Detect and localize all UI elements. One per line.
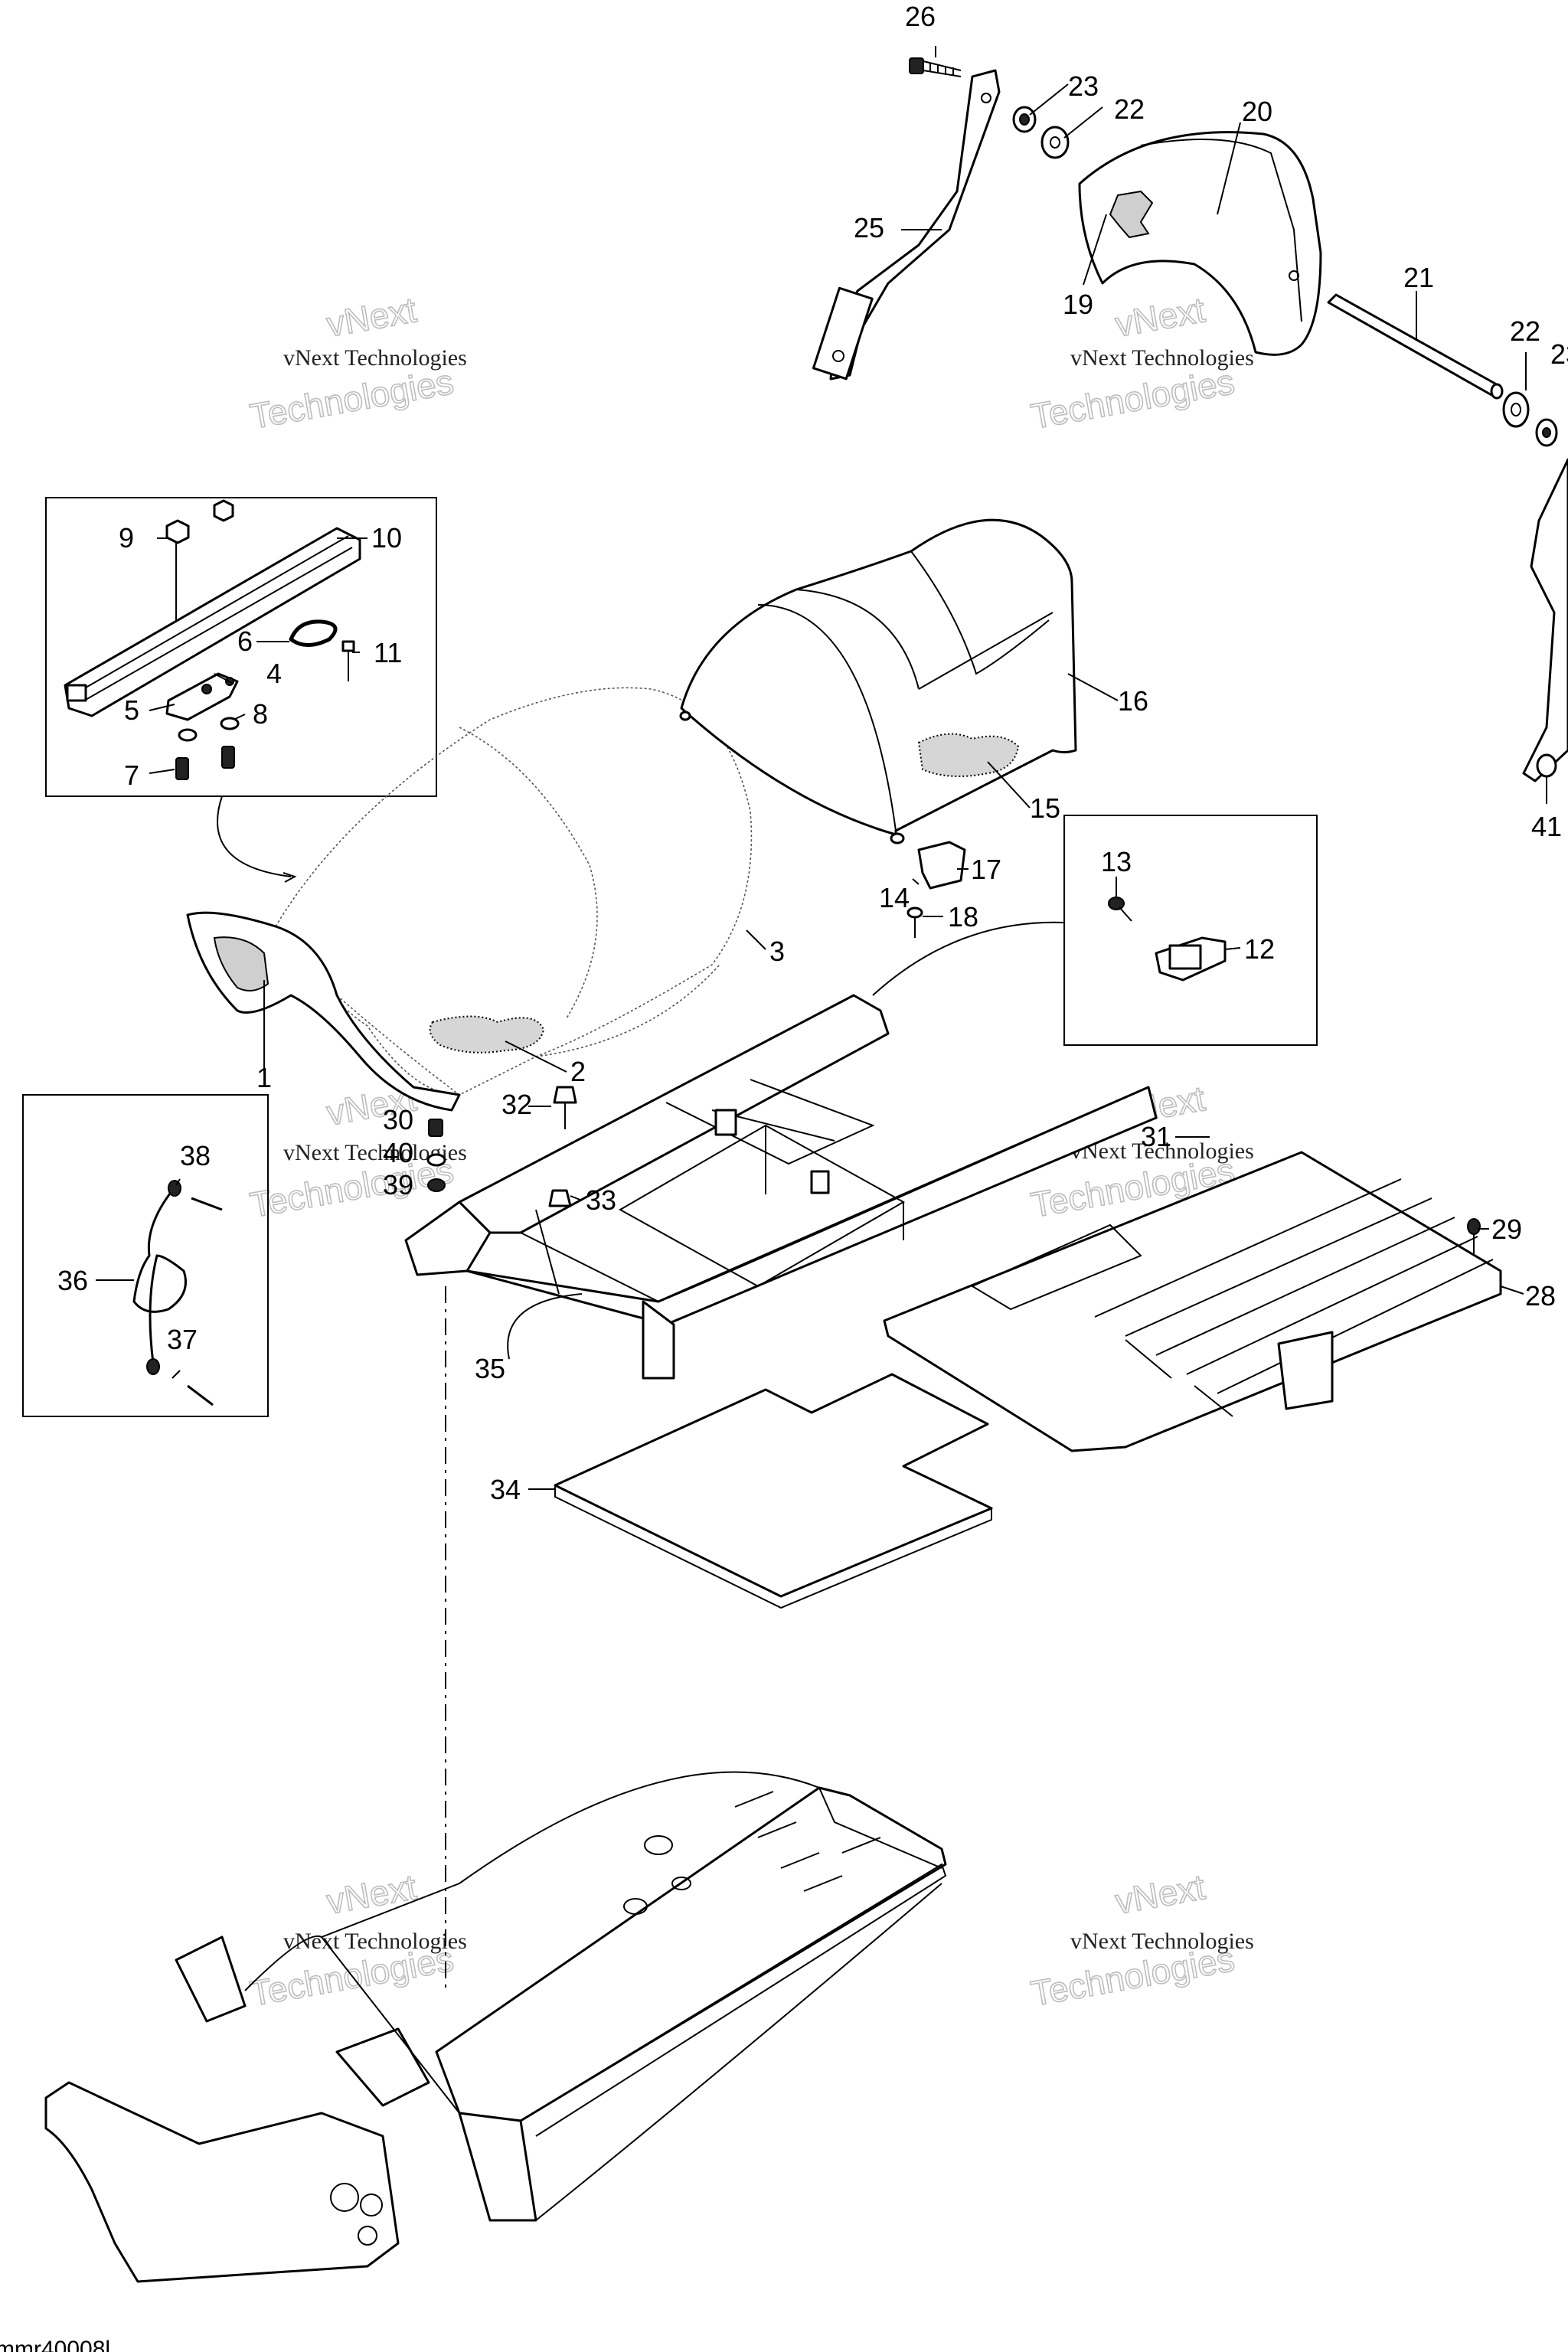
callout-29: 29 [1491,1214,1522,1245]
nut-9 [165,519,190,544]
cable-36 [132,1180,187,1375]
nut-top [213,499,234,522]
callout-26: 26 [905,1,936,32]
callout-37: 37 [167,1324,198,1355]
svg-text:vNext: vNext [324,1867,420,1922]
svg-text:Technologies: Technologies [247,361,456,436]
callout-34: 34 [490,1474,521,1505]
screw-13 [1108,897,1132,922]
svg-text:vNext: vNext [324,289,420,345]
washer-22-right [1502,391,1530,428]
inset-cable-box [22,1094,269,1417]
callout-14: 14 [879,882,910,913]
chassis-frame [44,1771,947,2283]
callout-41: 41 [1531,811,1562,842]
rivet-11 [341,640,355,681]
rivet-18 [906,906,923,938]
callout-5: 5 [124,694,139,726]
callout-31: 31 [1141,1121,1171,1152]
axle-21 [1327,293,1504,400]
svg-text:vNext Technologies: vNext Technologies [283,345,467,371]
foam-pad-34 [554,1373,993,1609]
callout-22-right: 22 [1510,315,1540,347]
callout-4: 4 [266,658,282,689]
watermark-top-left: vNext Technologies vNext Technologies [247,289,467,436]
seat-patch-2 [429,1015,545,1054]
callout-23-top: 23 [1068,70,1099,102]
callout-25: 25 [854,212,884,243]
cable-6 [289,619,338,647]
callout-16: 16 [1118,685,1148,717]
svg-text:vNext Technologies: vNext Technologies [1070,345,1254,371]
callout-32: 32 [501,1089,532,1120]
callout-6: 6 [237,626,253,657]
figure-code: mmr40008l [0,2337,110,2352]
svg-text:vNext Technologies: vNext Technologies [283,1929,467,1954]
screws-38-37 [187,1197,223,1406]
callout-39: 39 [383,1169,413,1200]
svg-text:vNext Technologies: vNext Technologies [1070,1929,1254,1954]
hinge-12 [1155,936,1227,982]
washer-23-right [1535,418,1558,447]
callout-20: 20 [1242,96,1272,127]
watermark-bottom-left: vNext Technologies vNext Technologies [247,1866,467,2014]
callout-15: 15 [1030,792,1060,824]
svg-text:vNext: vNext [1112,1867,1208,1922]
frame-35 [404,994,1158,1380]
bolt-30-40-39 [426,1119,446,1192]
callout-22-top: 22 [1114,93,1145,125]
seat-front-1 [186,911,461,1112]
callout-1: 1 [256,1062,272,1093]
bolt-26 [909,57,962,77]
callout-33: 33 [586,1184,616,1216]
bumper-32 [553,1086,577,1129]
watermark-top-right: vNext Technologies vNext Technologies [1027,289,1254,436]
callout-10: 10 [371,522,402,554]
svg-text:vNext: vNext [1112,289,1208,345]
callout-35: 35 [475,1353,505,1384]
svg-text:Technologies: Technologies [1028,361,1237,436]
inset-hinge-box [872,815,1318,1046]
storage-box-16 [679,518,1077,844]
svg-text:vNext Technologies: vNext Technologies [1070,1138,1254,1164]
callout-8: 8 [253,698,268,730]
backrest-pad-20 [1078,131,1322,356]
screws-7 [175,746,235,780]
callout-21: 21 [1403,262,1434,293]
latch-4-5 [165,672,239,721]
callout-9: 9 [119,522,134,554]
callout-11: 11 [374,637,402,668]
callout-28: 28 [1525,1280,1556,1312]
callout-7: 7 [124,760,139,791]
callout-2: 2 [570,1056,586,1087]
callout-19: 19 [1063,289,1093,320]
inset-latch-box [45,497,437,883]
callout-17: 17 [971,854,1001,885]
callout-13: 13 [1101,846,1132,877]
callout-23-right: 23 [1550,338,1568,370]
callout-40: 40 [383,1137,413,1168]
callout-36: 36 [57,1265,88,1296]
callout-labels: 26 23 22 20 25 19 21 22 23 9 10 6 11 4 5… [57,1,1568,1505]
callout-18: 18 [948,901,978,933]
callout-3: 3 [769,936,785,967]
backrest-bracket-25 [812,69,1001,381]
floor-panel-28 [883,1151,1502,1452]
screw-33 [548,1189,572,1207]
washer-22-top [1040,126,1070,159]
seat-3 [275,687,753,1096]
callout-38: 38 [180,1140,211,1171]
washers-8 [178,717,240,742]
latch-rail-10 [64,527,361,717]
callout-30: 30 [383,1104,413,1135]
bracket-41 [1522,458,1568,782]
callout-12: 12 [1244,933,1275,965]
washer-23-top [1012,106,1037,133]
leader-lines [96,46,1547,1490]
rivet-29 [1467,1218,1481,1256]
clip-17 [917,841,966,890]
watermark-bottom-right: vNext Technologies vNext Technologies [1027,1866,1254,2014]
